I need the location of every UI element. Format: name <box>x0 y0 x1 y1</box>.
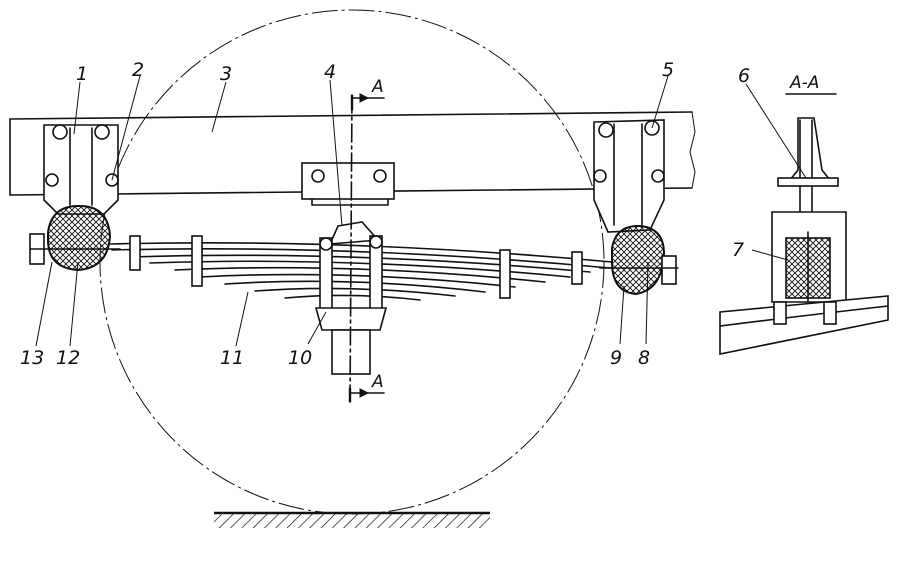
callout-8: 8 <box>638 347 650 369</box>
section-mark-top: A <box>371 77 384 97</box>
section-mark-bottom: A <box>371 372 384 392</box>
front-hanger-bracket <box>43 124 119 215</box>
callout-2: 2 <box>132 59 144 81</box>
callout-11: 11 <box>220 347 244 369</box>
leaf-spring-pack <box>109 235 613 301</box>
section-title: A-A <box>789 73 819 93</box>
callout-6: 6 <box>738 65 750 87</box>
front-spring-eye-cushion <box>29 204 121 272</box>
leader-lines <box>35 75 807 347</box>
callout-4: 4 <box>324 61 336 83</box>
callout-13: 13 <box>20 347 44 369</box>
callout-3: 3 <box>220 63 232 85</box>
rear-hanger-bracket <box>593 119 665 233</box>
callout-1: 1 <box>76 63 88 85</box>
bump-stop-bracket <box>301 162 395 206</box>
callout-12: 12 <box>56 347 80 369</box>
section-a-a-view <box>719 93 889 355</box>
callout-5: 5 <box>662 59 674 81</box>
callout-10: 10 <box>288 347 312 369</box>
ground-surface <box>214 511 490 528</box>
rear-spring-eye-cushion <box>599 224 679 296</box>
section-line-a <box>348 93 385 403</box>
callout-7: 7 <box>732 239 744 261</box>
callout-9: 9 <box>610 347 622 369</box>
